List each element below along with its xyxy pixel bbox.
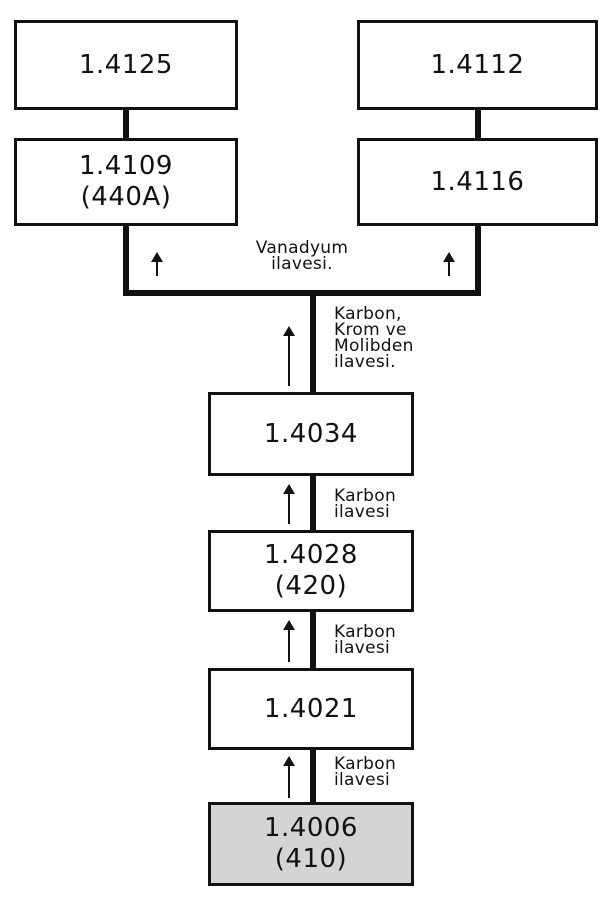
label-karbon-2-line1: Karbon bbox=[334, 622, 397, 642]
box-1-4125: 1.4125 bbox=[14, 20, 238, 110]
box-1-4006: 1.4006 (410) bbox=[208, 802, 414, 886]
bracket-left-vertical bbox=[123, 224, 129, 296]
box-1-4006-label: 1.4006 bbox=[264, 813, 358, 843]
box-1-4112-label: 1.4112 bbox=[430, 49, 525, 80]
box-1-4028: 1.4028 (420) bbox=[208, 530, 414, 612]
label-karbon-3: Karbon ilavesi bbox=[334, 754, 397, 790]
label-karbon-3-line2: ilavesi bbox=[334, 770, 391, 790]
label-karbon-krom-molibden: Karbon, Krom ve Molibden ilavesi. bbox=[334, 304, 414, 372]
box-1-4021: 1.4021 bbox=[208, 668, 414, 750]
arrow-up-icon bbox=[282, 756, 296, 798]
box-1-4109-sublabel: (440A) bbox=[80, 182, 172, 212]
box-1-4028-label: 1.4028 bbox=[264, 540, 358, 570]
label-karbon-3-line1: Karbon bbox=[334, 754, 397, 774]
label-vanadyum: Vanadyum ilavesi. bbox=[232, 238, 372, 274]
label-karbon-krom-line4: ilavesi. bbox=[334, 352, 396, 372]
box-1-4034-label: 1.4034 bbox=[264, 418, 358, 449]
arrow-up-icon bbox=[282, 326, 296, 386]
label-karbon-2: Karbon ilavesi bbox=[334, 622, 397, 658]
box-1-4116-label: 1.4116 bbox=[430, 166, 525, 197]
label-karbon-krom-line3: Molibden bbox=[334, 336, 414, 356]
box-1-4112: 1.4112 bbox=[357, 20, 598, 110]
arrow-up-icon bbox=[150, 252, 164, 276]
box-1-4028-sublabel: (420) bbox=[274, 571, 348, 601]
bracket-right-vertical bbox=[475, 224, 481, 296]
label-vanadyum-line2: ilavesi. bbox=[271, 254, 333, 274]
label-karbon-krom-line1: Karbon, bbox=[334, 304, 402, 324]
label-karbon-2-line2: ilavesi bbox=[334, 638, 391, 658]
arrow-up-icon bbox=[282, 484, 296, 524]
box-1-4109-label: 1.4109 bbox=[79, 151, 173, 181]
label-karbon-1-line2: ilavesi bbox=[334, 502, 391, 522]
label-karbon-krom-line2: Krom ve bbox=[334, 320, 407, 340]
box-1-4034: 1.4034 bbox=[208, 392, 414, 476]
box-1-4116: 1.4116 bbox=[357, 138, 598, 226]
connector-4006-4021 bbox=[310, 748, 316, 804]
box-1-4021-label: 1.4021 bbox=[264, 693, 358, 724]
arrow-up-icon bbox=[282, 620, 296, 662]
box-1-4125-label: 1.4125 bbox=[79, 49, 173, 80]
bracket-horizontal bbox=[123, 290, 481, 296]
connector-4021-4028 bbox=[310, 610, 316, 670]
trunk-to-4034 bbox=[310, 296, 316, 394]
arrow-up-icon bbox=[442, 252, 456, 276]
connector-4125-4109 bbox=[123, 108, 129, 140]
label-vanadyum-line1: Vanadyum bbox=[255, 238, 349, 258]
box-1-4109: 1.4109 (440A) bbox=[14, 138, 238, 226]
connector-4028-4034 bbox=[310, 474, 316, 532]
label-karbon-1-line1: Karbon bbox=[334, 486, 397, 506]
box-1-4006-sublabel: (410) bbox=[274, 844, 348, 874]
connector-4112-4116 bbox=[475, 108, 481, 140]
label-karbon-1: Karbon ilavesi bbox=[334, 486, 397, 522]
